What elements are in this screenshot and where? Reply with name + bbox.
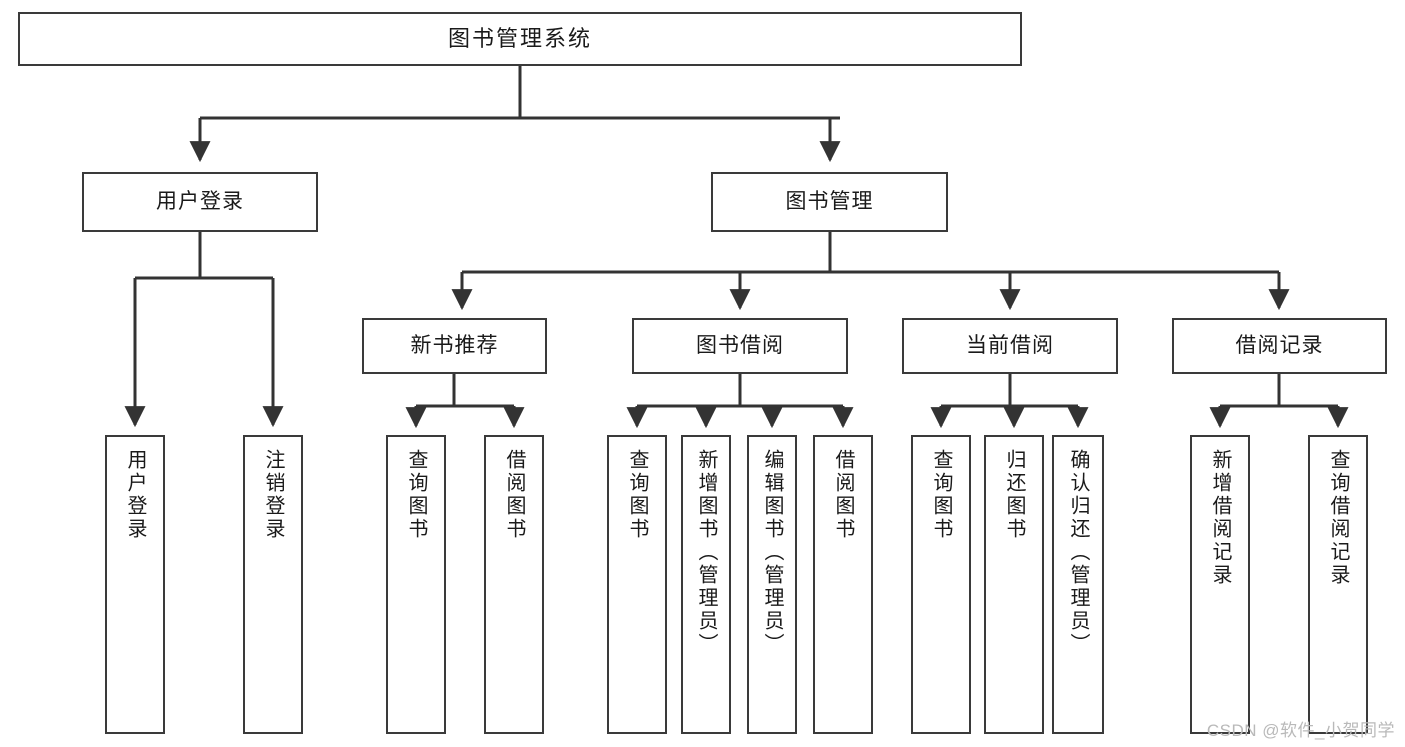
leaf-confirm-return-admin-label: 确认归还（管理员） bbox=[1067, 449, 1089, 656]
leaf-add-book-admin[interactable]: 新增图书（管理员） bbox=[681, 435, 731, 734]
leaf-return-book[interactable]: 归还图书 bbox=[984, 435, 1044, 734]
leaf-borrow-book-2[interactable]: 借阅图书 bbox=[813, 435, 873, 734]
leaf-edit-book-admin[interactable]: 编辑图书（管理员） bbox=[747, 435, 797, 734]
node-new-book-recommend[interactable]: 新书推荐 bbox=[362, 318, 547, 374]
leaf-query-book-3-label: 查询图书 bbox=[930, 449, 952, 541]
leaf-borrow-book-1-label: 借阅图书 bbox=[503, 449, 525, 541]
leaf-user-login[interactable]: 用户登录 bbox=[105, 435, 165, 734]
leaf-add-book-admin-label: 新增图书（管理员） bbox=[695, 449, 717, 656]
node-current-borrow-label: 当前借阅 bbox=[966, 334, 1054, 358]
leaf-add-borrow-record-label: 新增借阅记录 bbox=[1209, 449, 1231, 587]
leaf-confirm-return-admin[interactable]: 确认归还（管理员） bbox=[1052, 435, 1104, 734]
leaf-query-borrow-record-label: 查询借阅记录 bbox=[1327, 449, 1349, 587]
node-book-manage-label: 图书管理 bbox=[785, 190, 874, 214]
node-borrow-record[interactable]: 借阅记录 bbox=[1172, 318, 1387, 374]
leaf-user-login-label: 用户登录 bbox=[124, 449, 146, 541]
leaf-logout-login[interactable]: 注销登录 bbox=[243, 435, 303, 734]
leaf-query-book-2[interactable]: 查询图书 bbox=[607, 435, 667, 734]
leaf-borrow-book-1[interactable]: 借阅图书 bbox=[484, 435, 544, 734]
leaf-edit-book-admin-label: 编辑图书（管理员） bbox=[761, 449, 783, 656]
node-borrow-record-label: 借阅记录 bbox=[1235, 334, 1324, 358]
leaf-borrow-book-2-label: 借阅图书 bbox=[832, 449, 854, 541]
node-new-book-recommend-label: 新书推荐 bbox=[410, 334, 499, 358]
leaf-add-borrow-record[interactable]: 新增借阅记录 bbox=[1190, 435, 1250, 734]
leaf-query-book-2-label: 查询图书 bbox=[626, 449, 648, 541]
leaf-logout-login-label: 注销登录 bbox=[262, 449, 284, 541]
node-user-login-label: 用户登录 bbox=[156, 190, 244, 214]
leaf-query-book-1-label: 查询图书 bbox=[405, 449, 427, 541]
leaf-query-book-1[interactable]: 查询图书 bbox=[386, 435, 446, 734]
watermark: CSDN @软件_小贺同学 bbox=[1206, 721, 1395, 740]
node-book-manage[interactable]: 图书管理 bbox=[711, 172, 948, 232]
leaf-query-book-3[interactable]: 查询图书 bbox=[911, 435, 971, 734]
node-current-borrow[interactable]: 当前借阅 bbox=[902, 318, 1118, 374]
node-book-borrow[interactable]: 图书借阅 bbox=[632, 318, 848, 374]
node-user-login[interactable]: 用户登录 bbox=[82, 172, 318, 232]
node-root-label: 图书管理系统 bbox=[447, 25, 592, 51]
node-book-borrow-label: 图书借阅 bbox=[696, 334, 784, 358]
node-root[interactable]: 图书管理系统 bbox=[18, 12, 1022, 66]
leaf-query-borrow-record[interactable]: 查询借阅记录 bbox=[1308, 435, 1368, 734]
leaf-return-book-label: 归还图书 bbox=[1003, 449, 1025, 541]
